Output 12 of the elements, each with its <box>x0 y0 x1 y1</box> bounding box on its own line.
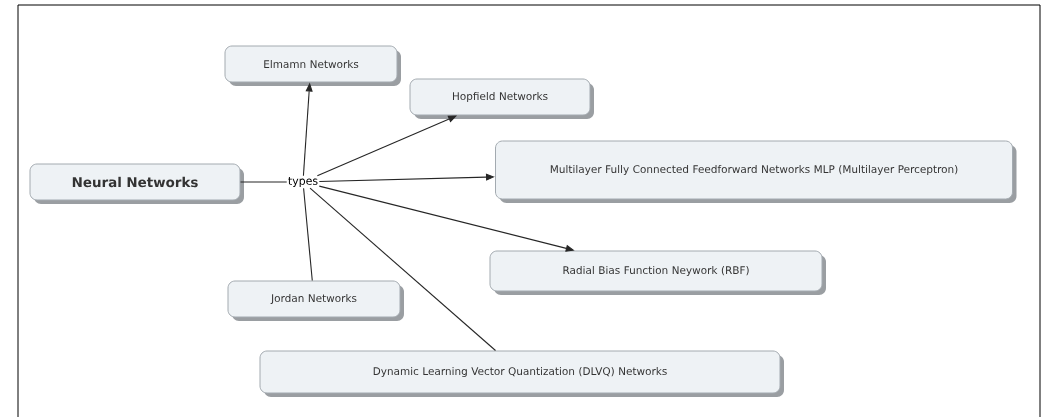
concept-box: Radial Bias Function Neywork (RBF) <box>489 250 826 295</box>
connector-line <box>309 187 497 352</box>
connector-line <box>239 181 288 183</box>
concept-box: Multilayer Fully Connected Feedforward Networks MLP (Multilayer Perceptron) <box>495 140 1017 203</box>
concept-box: Hopfield Networks <box>409 78 594 119</box>
node-label: types <box>288 177 318 187</box>
concept-box: Elmamn Networks <box>224 45 401 86</box>
arrow <box>318 173 495 183</box>
concept-box: Neural Networks <box>29 163 244 204</box>
concept-box: Dynamic Learning Vector Quantization (DLVQ) Networks <box>259 350 784 397</box>
connector-line <box>303 187 313 282</box>
concept-box: Jordan Networks <box>227 280 404 321</box>
